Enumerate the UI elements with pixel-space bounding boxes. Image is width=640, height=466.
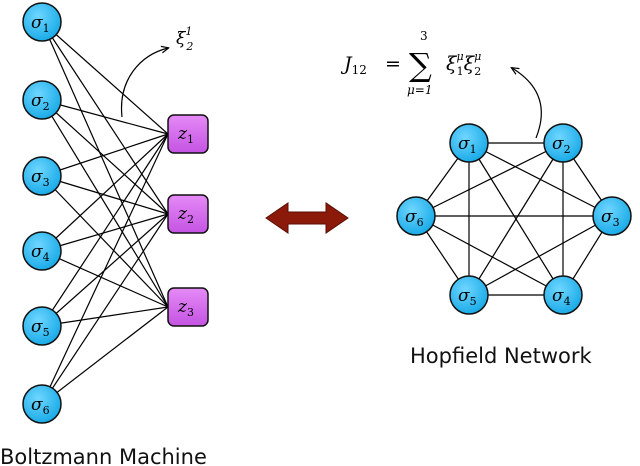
svg-text:σ6: σ6 bbox=[31, 395, 50, 417]
hopfield-node-2: σ2 bbox=[543, 123, 583, 163]
svg-text:σ2: σ2 bbox=[552, 134, 571, 156]
hopfield-edge-2-5 bbox=[468, 142, 564, 296]
svg-text:σ2: σ2 bbox=[31, 91, 50, 113]
svg-text:σ1: σ1 bbox=[458, 134, 477, 156]
hopfield-caption: Hopfield Network bbox=[410, 344, 592, 368]
weight-annotation-arrow bbox=[120, 48, 168, 118]
hidden-node-3: z3 bbox=[167, 287, 209, 327]
hopfield-node-4: σ4 bbox=[543, 275, 583, 315]
svg-text:J12: J12 bbox=[340, 53, 367, 77]
visible-node-1: σ1 bbox=[22, 2, 62, 42]
svg-text:μ=1: μ=1 bbox=[407, 83, 433, 97]
bm-edge-2-3 bbox=[41, 99, 169, 308]
bm-edge-2-2 bbox=[41, 99, 169, 215]
visible-node-5: σ5 bbox=[22, 306, 62, 346]
equivalence-arrow bbox=[265, 202, 349, 234]
visible-node-3: σ3 bbox=[22, 156, 62, 196]
hopfield-node-3: σ3 bbox=[592, 196, 632, 236]
bm-edge-6-3 bbox=[41, 306, 169, 405]
svg-text:σ5: σ5 bbox=[31, 317, 50, 339]
hopfield-node-5: σ5 bbox=[449, 275, 489, 315]
visible-node-2: σ2 bbox=[22, 80, 62, 120]
hopfield-edge-2-6 bbox=[415, 142, 564, 217]
svg-text:z2: z2 bbox=[177, 204, 194, 226]
hopfield-edges bbox=[415, 142, 613, 296]
hopfield-node-6: σ6 bbox=[396, 196, 436, 236]
svg-text:σ3: σ3 bbox=[31, 167, 50, 189]
bm-edge-1-2 bbox=[41, 21, 169, 215]
bm-edge-1-1 bbox=[41, 21, 169, 135]
bm-edge-3-3 bbox=[41, 175, 169, 308]
boltzmann-caption: Boltzmann Machine bbox=[0, 445, 207, 466]
bm-edge-4-2 bbox=[41, 213, 169, 252]
bm-edge-6-2 bbox=[41, 213, 169, 405]
boltzmann-edges bbox=[41, 21, 169, 405]
svg-text:σ6: σ6 bbox=[405, 207, 424, 229]
bm-edge-4-3 bbox=[41, 250, 169, 308]
bm-edge-4-1 bbox=[41, 133, 169, 252]
bm-edge-5-1 bbox=[41, 133, 169, 327]
bm-edge-5-3 bbox=[41, 306, 169, 327]
hidden-node-2: z2 bbox=[167, 194, 209, 234]
svg-text:z3: z3 bbox=[177, 297, 194, 319]
coupling-annotation-arrow bbox=[512, 68, 542, 139]
svg-text:∑: ∑ bbox=[409, 46, 432, 84]
bm-edge-1-3 bbox=[41, 21, 169, 308]
svg-text:σ5: σ5 bbox=[458, 286, 477, 308]
svg-text:=: = bbox=[385, 53, 401, 75]
hopfield-edge-3-5 bbox=[468, 215, 613, 296]
hopfield-edge-4-6 bbox=[415, 215, 564, 296]
svg-text:σ1: σ1 bbox=[31, 13, 50, 35]
svg-text:3: 3 bbox=[420, 29, 428, 43]
bm-edge-2-1 bbox=[41, 99, 169, 135]
visible-node-6: σ6 bbox=[22, 384, 62, 424]
visible-node-4: σ4 bbox=[22, 231, 62, 271]
bm-edge-6-1 bbox=[41, 133, 169, 405]
svg-text:σ4: σ4 bbox=[552, 286, 571, 308]
svg-text:z1: z1 bbox=[177, 124, 194, 146]
bm-edge-3-2 bbox=[41, 175, 169, 215]
bm-edge-3-1 bbox=[41, 133, 169, 177]
svg-text:σ4: σ4 bbox=[31, 242, 50, 264]
hopfield-node-1: σ1 bbox=[449, 123, 489, 163]
svg-text:σ3: σ3 bbox=[601, 207, 620, 229]
hidden-node-1: z1 bbox=[167, 114, 209, 154]
